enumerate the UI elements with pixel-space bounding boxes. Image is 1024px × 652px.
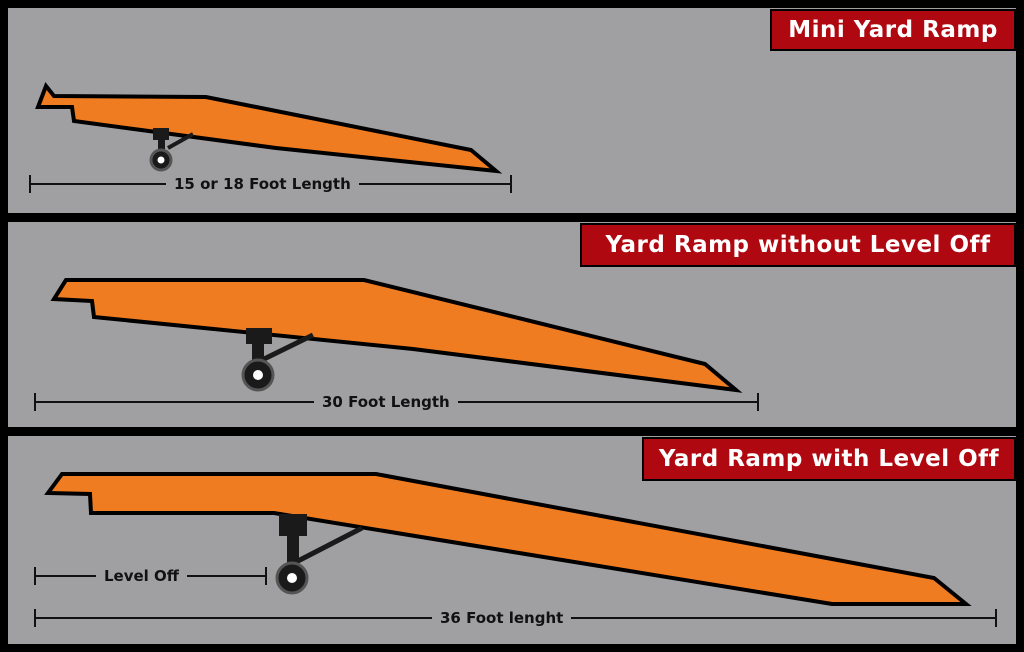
ramp-deck-icon: [35, 82, 503, 174]
ramp-deck-icon: [50, 278, 743, 393]
panel-yard-ramp-with-level-off: Yard Ramp with Level Off Level Off 36 Fo…: [8, 436, 1016, 644]
wheel-icon: [149, 148, 173, 172]
dimension-label: 15 or 18 Foot Length: [166, 174, 359, 194]
leg-support-icon: [246, 328, 315, 363]
leg-support-icon: [279, 514, 364, 565]
panel-yard-ramp-without-level-off: Yard Ramp without Level Off 30 Foot Leng…: [8, 222, 1016, 427]
dimension-label: Level Off: [96, 566, 187, 586]
leg-support-icon: [153, 128, 194, 153]
panel-mini-yard-ramp: Mini Yard Ramp 15 or 18 Foot Length: [8, 8, 1016, 213]
wheel-icon: [275, 561, 309, 595]
wheel-icon: [241, 358, 275, 392]
panel-title-badge: Yard Ramp without Level Off: [580, 223, 1016, 267]
panel-title-badge: Mini Yard Ramp: [770, 9, 1016, 51]
dimension-label: 30 Foot Length: [314, 392, 458, 412]
dimension-label: 36 Foot lenght: [432, 608, 572, 628]
ramp-deck-icon: [44, 472, 972, 606]
panel-title-badge: Yard Ramp with Level Off: [642, 437, 1016, 481]
